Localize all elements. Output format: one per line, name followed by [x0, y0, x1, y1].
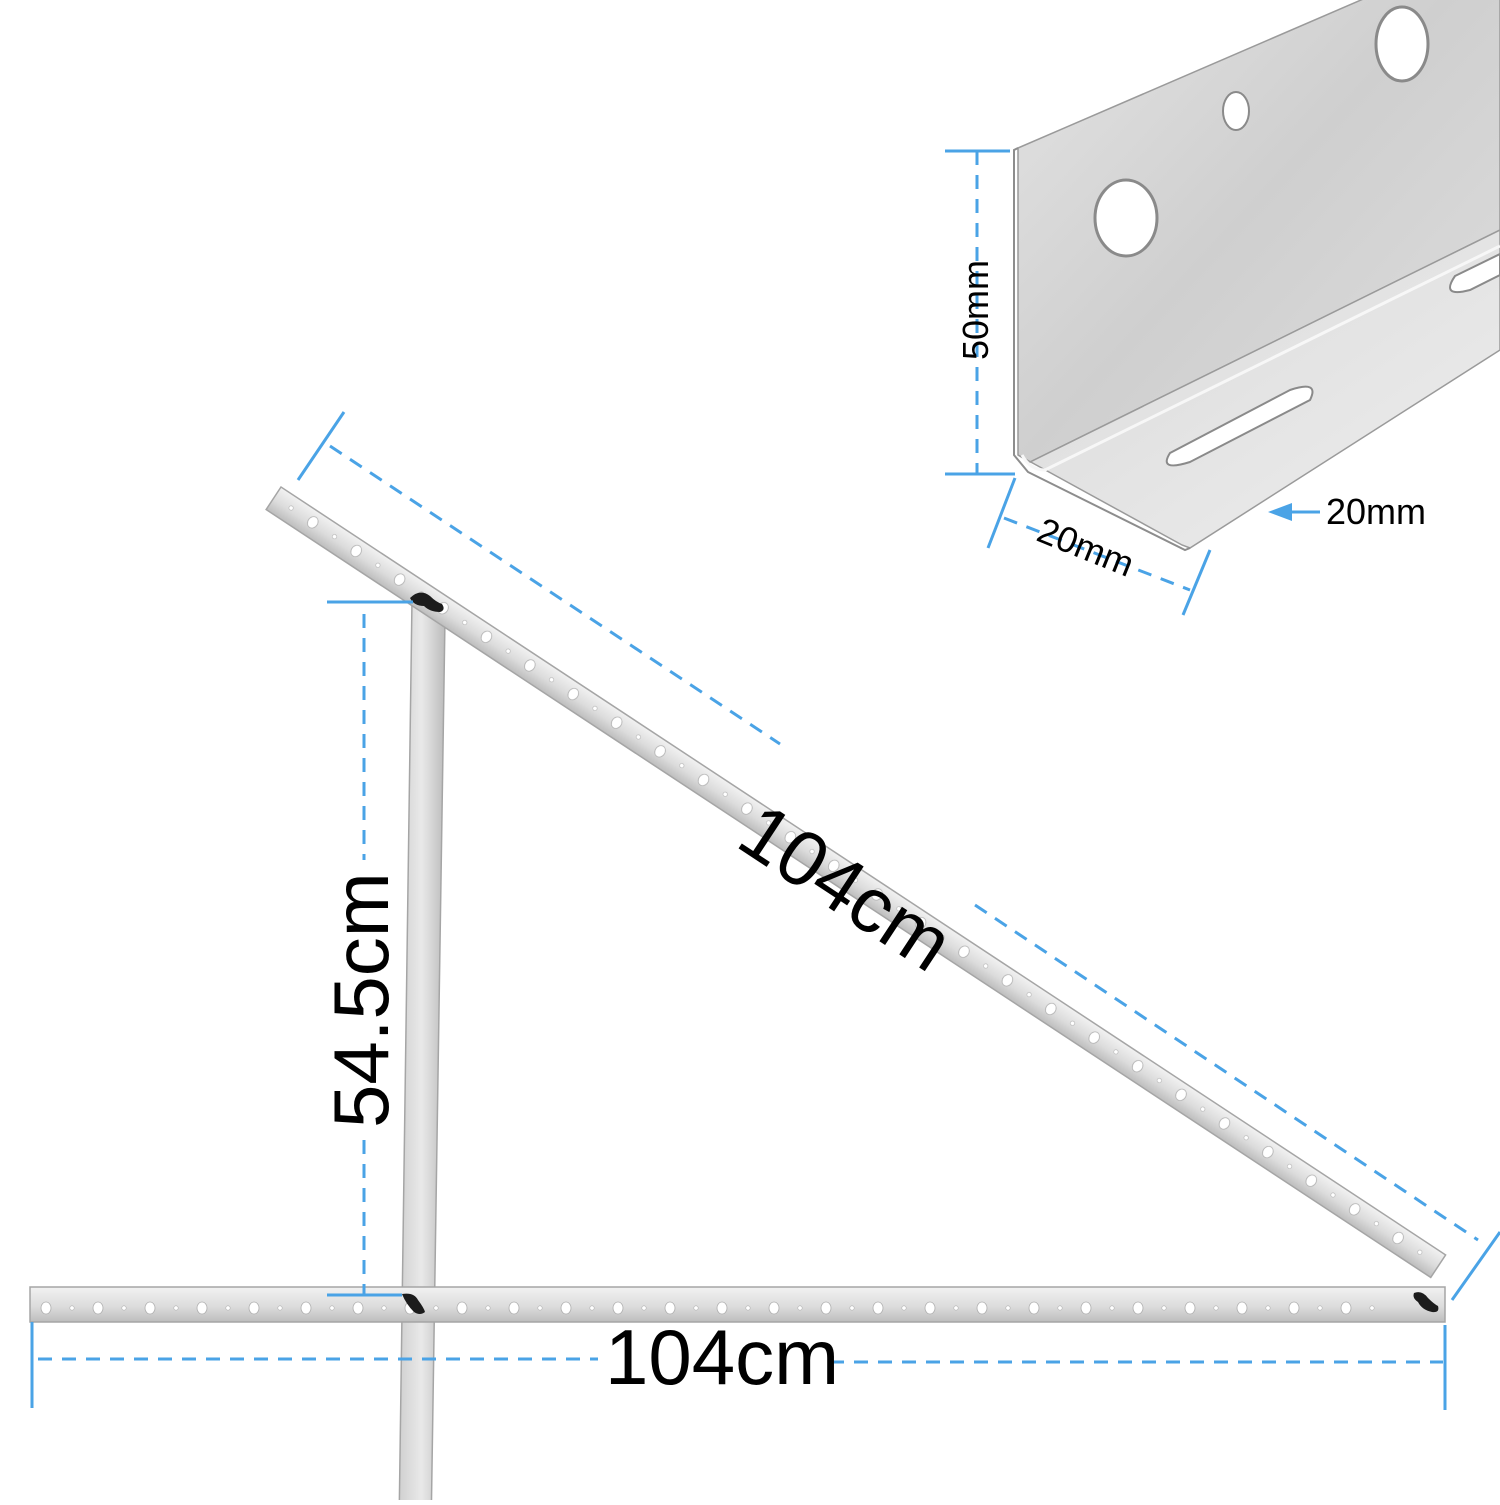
base-length-label: 104cm — [605, 1313, 840, 1401]
inclined-rail — [265, 485, 1447, 1279]
profile-thickness-label: 20mm — [1326, 491, 1427, 532]
bottom-right-pivot-knob — [1413, 1292, 1439, 1313]
small-hole — [1222, 91, 1250, 131]
vertical-support-length-label: 54.5cm — [317, 872, 405, 1128]
dimension-base — [30, 1322, 1447, 1410]
vertical-support-leg — [398, 598, 446, 1505]
profile-height-label: 50mm — [955, 259, 996, 360]
slot-hole — [1165, 385, 1314, 467]
slot-hole — [1449, 252, 1500, 294]
top-pivot-knob — [410, 592, 444, 612]
dimension-hypotenuse — [296, 411, 1500, 1301]
dimension-vertical — [327, 600, 413, 1297]
large-hole — [1374, 5, 1430, 83]
l-profile-illustration — [1013, 0, 1500, 552]
dimension-50mm — [945, 149, 1015, 476]
bottom-left-pivot-knob — [402, 1293, 425, 1314]
base-rail — [29, 1286, 1446, 1323]
large-hole — [1093, 178, 1159, 258]
dimension-20mm-depth — [986, 477, 1212, 616]
dimension-20mm-thickness-arrow — [1268, 503, 1320, 521]
